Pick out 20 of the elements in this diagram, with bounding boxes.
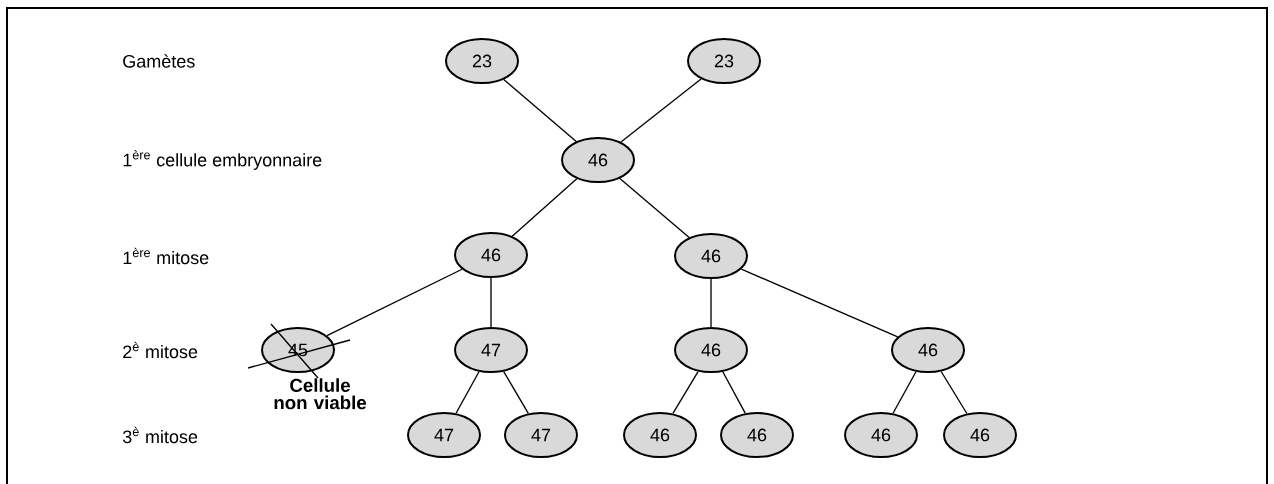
stage-label: 2$^{è}$ mitose (123, 341, 198, 359)
stage-label: 1$^{ère}$ mitose (123, 247, 209, 265)
connector-line (326, 268, 463, 337)
connector-line (940, 370, 968, 415)
connector-line (455, 371, 480, 414)
connector-line (511, 178, 578, 237)
connector-line (710, 278, 712, 328)
connector-line (503, 370, 529, 415)
connector-line (892, 371, 917, 414)
connector-line (503, 78, 577, 143)
connector-line (672, 370, 699, 415)
connector-line (722, 371, 746, 414)
connector-line (620, 78, 702, 143)
note: Cellule non viable (274, 378, 367, 410)
connector-line (740, 268, 899, 338)
connector-line (490, 277, 492, 328)
stage-label: Gamètes (123, 54, 195, 68)
connector-line (619, 177, 690, 239)
stage-label: 3$^{è}$ mitose (122, 426, 198, 444)
stage-label: 1$^{ère}$ cellule embryonnaire (123, 150, 322, 170)
